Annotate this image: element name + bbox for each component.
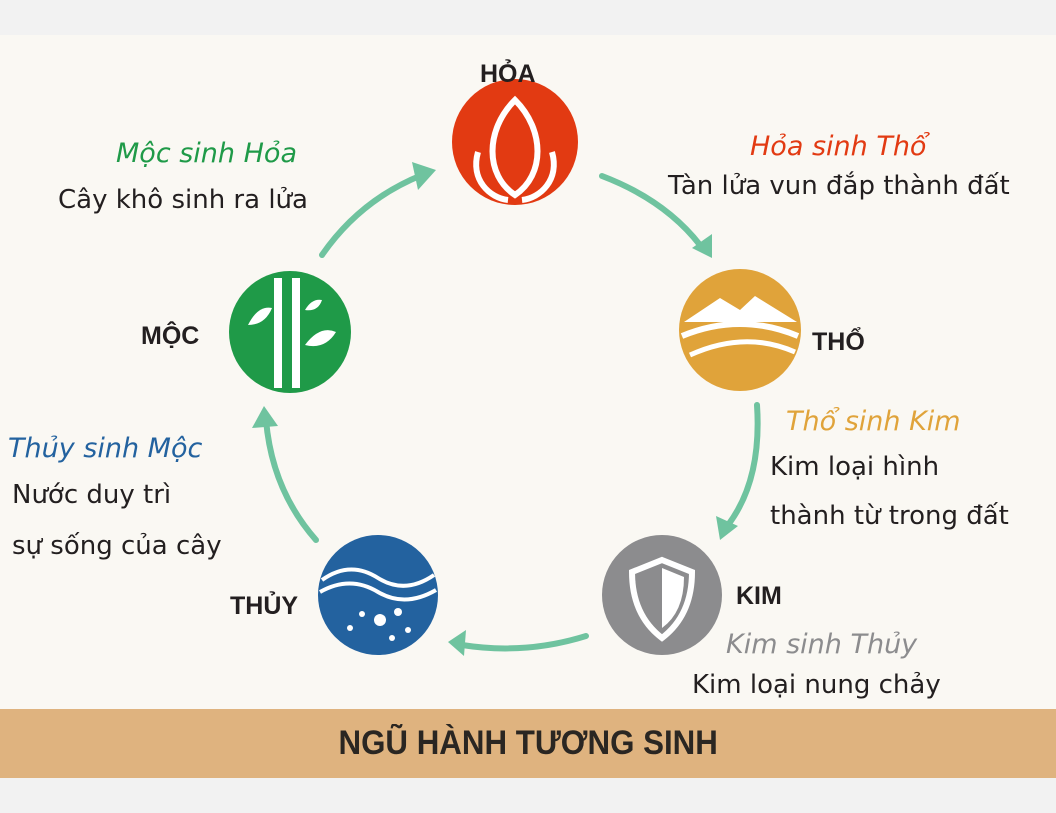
mountain-icon bbox=[679, 269, 801, 391]
arrow-hoa-to-tho bbox=[599, 173, 703, 248]
relation-title-hoa-tho: Hỏa sinh Thổ bbox=[750, 131, 927, 162]
relation-desc-kim-thuy: Kim loại nung chảy bbox=[692, 670, 941, 700]
flame-icon bbox=[452, 79, 578, 205]
arrowhead-kim bbox=[716, 516, 738, 540]
arrow-tho-to-kim bbox=[725, 402, 761, 528]
element-label-thuy: THỦY bbox=[230, 592, 299, 620]
relation-title-tho-kim: Thổ sinh Kim bbox=[786, 406, 961, 437]
relation-desc-moc-hoa: Cây khô sinh ra lửa bbox=[58, 185, 308, 215]
bamboo-icon bbox=[229, 271, 351, 393]
relation-desc-thuy-moc-1: Nước duy trì bbox=[12, 480, 172, 510]
element-label-kim: KIM bbox=[736, 582, 782, 610]
arrowhead-hoa bbox=[412, 162, 436, 190]
relation-title-thuy-moc: Thủy sinh Mộc bbox=[8, 433, 203, 464]
relation-desc-hoa-tho: Tàn lửa vun đắp thành đất bbox=[668, 171, 1010, 201]
relation-title-kim-thuy: Kim sinh Thủy bbox=[726, 629, 918, 660]
arrow-moc-to-hoa bbox=[319, 172, 425, 258]
arrowhead-moc bbox=[252, 406, 278, 428]
relation-desc-tho-kim-1: Kim loại hình bbox=[770, 452, 940, 482]
water-wave-icon bbox=[318, 535, 438, 655]
arrowhead-tho bbox=[692, 234, 712, 258]
relation-desc-thuy-moc-2: sự sống của cây bbox=[12, 531, 222, 561]
element-label-moc: MỘC bbox=[141, 322, 200, 350]
arrow-thuy-to-moc bbox=[263, 417, 319, 543]
relation-title-moc-hoa: Mộc sinh Hỏa bbox=[116, 138, 297, 169]
element-label-hoa: HỎA bbox=[480, 60, 536, 88]
shield-icon bbox=[602, 535, 722, 655]
arrowhead-thuy bbox=[448, 630, 466, 656]
element-label-tho: THỔ bbox=[812, 328, 865, 356]
relation-desc-tho-kim-2: thành từ trong đất bbox=[770, 501, 1009, 531]
diagram-title: NGŨ HÀNH TƯƠNG SINH bbox=[338, 724, 718, 762]
arrow-kim-to-thuy bbox=[459, 633, 589, 652]
title-banner: NGŨ HÀNH TƯƠNG SINH bbox=[0, 709, 1056, 778]
